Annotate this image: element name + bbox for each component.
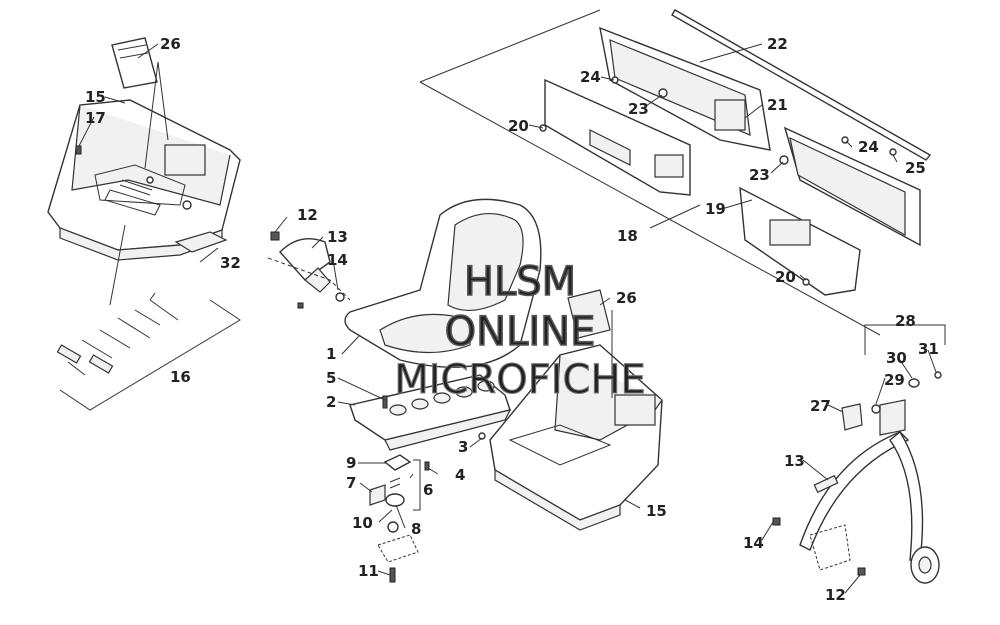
callout-28: 28 [895,312,916,330]
manual-26-right [567,289,611,339]
callout-32: 32 [220,254,241,272]
watermark: HLSM ONLINE MICROFICHE [394,258,647,403]
callout-11: 11 [358,562,379,580]
watermark-line-2: ONLINE [445,309,596,355]
seat-pan [349,374,512,451]
seat-base-right [489,344,663,531]
callout-19: 19 [705,200,726,218]
callout-17: 17 [85,109,106,127]
panel-fasteners [539,76,897,286]
callout-22: 22 [767,35,788,53]
callout-4: 4 [455,466,465,484]
group-frame-18 [419,9,881,336]
callout-26-left: 26 [160,35,181,53]
callout-23-right: 23 [749,166,770,184]
callout-1: 1 [326,345,336,363]
panel-19-bottom [739,186,861,296]
callout-13-top: 13 [327,228,348,246]
callout-20-right: 20 [775,268,796,286]
callout-29: 29 [884,371,905,389]
callout-24-left: 24 [580,68,601,86]
callout-9: 9 [346,454,356,472]
group-frame-16 [59,299,241,411]
watermark-line-1: HLSM [464,259,576,305]
callout-14-top: 14 [327,251,348,269]
callout-16: 16 [170,368,191,386]
manual-26-left [111,37,158,89]
callout-13-right: 13 [784,452,805,470]
screw-17 [75,145,82,155]
seat-latch [369,454,419,583]
grab-handle [267,231,351,309]
callout-2: 2 [326,393,336,411]
callout-14-right: 14 [743,534,764,552]
callout-30: 30 [886,349,907,367]
seat-belt [772,371,942,584]
callout-15-left: 15 [85,88,106,106]
callout-21: 21 [767,96,788,114]
leader-lines [78,43,937,594]
callout-7: 7 [346,474,356,492]
callout-26-right: 26 [616,289,637,307]
panel-24-right [783,126,921,247]
callout-24-right: 24 [858,138,879,156]
callout-12-top: 12 [297,206,318,224]
seat-base-left [47,99,241,261]
callout-25: 25 [905,159,926,177]
decal-32 [174,231,228,253]
panel-21 [599,26,771,151]
callout-6: 6 [423,481,433,499]
callouts: 26 15 17 32 16 12 13 14 1 5 2 3 4 9 7 6 … [85,35,939,604]
seat-cushion [344,198,542,368]
callout-10: 10 [352,514,373,532]
group-frame-28 [864,324,946,355]
watermark-line-3: MICROFICHE [394,357,646,403]
callout-23-top: 23 [628,100,649,118]
trim-strip-22 [671,9,932,161]
callout-31: 31 [918,340,939,358]
callout-5: 5 [326,369,336,387]
callout-20-left: 20 [508,117,529,135]
fasteners-center [382,395,486,471]
callout-3: 3 [458,438,468,456]
callout-12-right: 12 [825,586,846,604]
tool-kit [56,292,179,376]
callout-8: 8 [411,520,421,538]
callout-27: 27 [810,397,831,415]
callout-18: 18 [617,227,638,245]
panel-19-top [544,78,691,196]
callout-15-right: 15 [646,502,667,520]
